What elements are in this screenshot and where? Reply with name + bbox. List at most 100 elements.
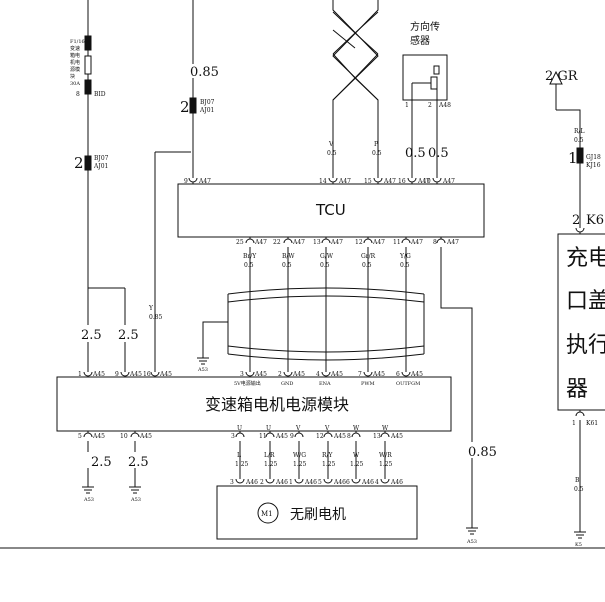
motor-pin: 6 — [346, 479, 350, 486]
motor-wire-color: W/R — [379, 452, 392, 459]
tcu-top-pin: 16 — [398, 178, 406, 185]
cable-shield — [197, 287, 425, 365]
charge-port-box — [557, 233, 605, 411]
module-top-code: A45 — [292, 371, 305, 378]
motor-pin-arcs — [235, 478, 390, 484]
module-bottom-pin: 11 — [259, 433, 267, 440]
fuse-label-line: 机电 — [70, 59, 80, 66]
module-signal-labels: 5V电源输出 GND ENA PWM OUTFGM — [234, 380, 420, 387]
tcu-top-pin: 15 — [364, 178, 372, 185]
tcu-bottom-wire-size: 0.5 — [282, 262, 292, 269]
power-wire-label: 2.5 — [81, 328, 102, 343]
mid-connector-code1: BJ07 — [200, 99, 215, 106]
module-bottom-code: A45 — [333, 433, 346, 440]
module-signal-label: GND — [281, 381, 293, 387]
fuse-label-line: 30A — [70, 81, 80, 87]
module-signal-label: 5V电源输出 — [234, 380, 261, 387]
module-top-code: A45 — [129, 371, 142, 378]
charge-port-label-line: 口盖 — [566, 289, 605, 314]
motor-phase-label: W — [382, 425, 389, 432]
tcu-top-code: A47 — [417, 178, 430, 185]
tcu-label: TCU — [315, 201, 346, 219]
module-top-pin-arcs — [83, 371, 411, 377]
motor-label: 无刷电机 — [290, 507, 346, 523]
motor-code: A46 — [333, 479, 346, 486]
twisted-pair — [332, 0, 379, 178]
tcu-bottom-pin: 13 — [313, 239, 321, 246]
tcu-bottom-wire-color: G/W — [320, 253, 334, 260]
power-wire-label: 2.5 — [118, 328, 139, 343]
motor-wire-color: W/G — [293, 452, 306, 459]
tcu-bottom-wire-size: 0.5 — [244, 262, 254, 269]
fuse-label-line: 块 — [70, 73, 75, 80]
motor-code: A46 — [275, 479, 288, 486]
module-top-pin: 3 — [240, 371, 244, 378]
charge-port-b-size: 0.5 — [574, 486, 584, 493]
motor-phase-label: U — [266, 425, 271, 432]
module-signal-label: OUTFGM — [396, 381, 420, 387]
top-connector-label: 0.85 — [190, 65, 219, 80]
motor-pin: 5 — [318, 479, 322, 486]
module-top-pin: 4 — [316, 371, 320, 378]
module-bottom-pin: 5 — [78, 433, 82, 440]
charge-port-code-top: K61 — [586, 213, 605, 228]
motor-wires — [239, 441, 386, 479]
motor-symbol-circle — [257, 502, 279, 524]
tcu-top-code: A47 — [338, 178, 351, 185]
tcu-top-code: A47 — [383, 178, 396, 185]
module-ground-label: 2.5 — [128, 455, 149, 470]
charge-port-wiring — [549, 70, 586, 539]
module-top-code: A45 — [92, 371, 105, 378]
motor-code: A46 — [390, 479, 403, 486]
tcu-bottom-pin: 11 — [393, 239, 401, 246]
fuse-code: BID — [94, 91, 106, 98]
charge-port-pin-bottom: 1 — [572, 420, 576, 427]
module-signal-label: PWM — [361, 381, 375, 387]
module-top-pin-labels: 1 A45 9 A45 16 A45 3 A45 2 A45 4 A45 7 A… — [78, 371, 423, 378]
charge-port-top-label: 2 GR — [545, 69, 579, 84]
sensor-wire-label: 0.5 — [405, 146, 426, 161]
motor-pin: 3 — [230, 479, 234, 486]
module-bottom-pin: 8 — [347, 433, 351, 440]
direction-sensor-title: 感器 — [410, 34, 430, 47]
fuse-label-line: 源模 — [70, 66, 80, 73]
mid-connector: 2 BJ07 AJ01 — [180, 98, 215, 116]
motor-wire-size: 1.25 — [235, 461, 249, 468]
tcu-top-code: A47 — [198, 178, 211, 185]
motor-pin: 4 — [375, 479, 379, 486]
module-top-pin: 9 — [115, 371, 119, 378]
motor-wire-color: W — [353, 452, 360, 459]
charge-port-label-line: 充电 — [566, 246, 605, 271]
tcu-bottom-pin-labels: 25 A47 22 A47 13 A47 12 A47 11 A47 8 A47 — [236, 239, 459, 246]
shield-ground-code: A53 — [197, 367, 208, 373]
mid-wire — [189, 0, 197, 178]
module-bottom-pin-labels: 5 A45 10 A45 3 11 A45 9 12 A45 8 13 A45 — [78, 433, 403, 440]
tcu-bottom-wire-labels: Br/Y 0.5 B/W 0.5 G/W 0.5 Gr/R 0.5 Y/G 0.… — [243, 253, 411, 269]
sensor-wire-label: 0.5 — [428, 146, 449, 161]
module-box — [56, 376, 452, 432]
motor-code: A46 — [245, 479, 258, 486]
motor-pin: 1 — [289, 479, 293, 486]
charge-port-code2: KJ16 — [586, 162, 601, 169]
tcu-top-pin: 14 — [319, 178, 327, 185]
fuse-label: F1/16 变速 箱电 机电 源模 块 30A 8 BID — [70, 39, 106, 98]
charge-port-ground-code: K5 — [575, 542, 582, 548]
tcu-bottom-code: A47 — [446, 239, 459, 246]
tcu-bottom-pin: 22 — [273, 239, 281, 246]
tcu-bottom-pin: 12 — [355, 239, 363, 246]
tcu-bottom-code: A47 — [372, 239, 385, 246]
tcu-bottom-code: A47 — [292, 239, 305, 246]
tcu-bottom-wire-size: 0.5 — [320, 262, 330, 269]
twisted-pair-crosses — [332, 11, 379, 101]
tcu-bottom-code: A47 — [254, 239, 267, 246]
module-bottom-code: A45 — [275, 433, 288, 440]
tcu-top-wire-color: V — [328, 141, 334, 148]
direction-sensor — [402, 54, 448, 178]
left-connector: 2 BJ07 AJ01 — [74, 154, 109, 172]
right-ground-code: A53 — [466, 539, 477, 545]
module-top-code: A45 — [372, 371, 385, 378]
motor-phase-label: V — [324, 425, 330, 432]
tcu-bottom-wire-size: 0.5 — [362, 262, 372, 269]
motor-wire-size: 1.25 — [350, 461, 364, 468]
